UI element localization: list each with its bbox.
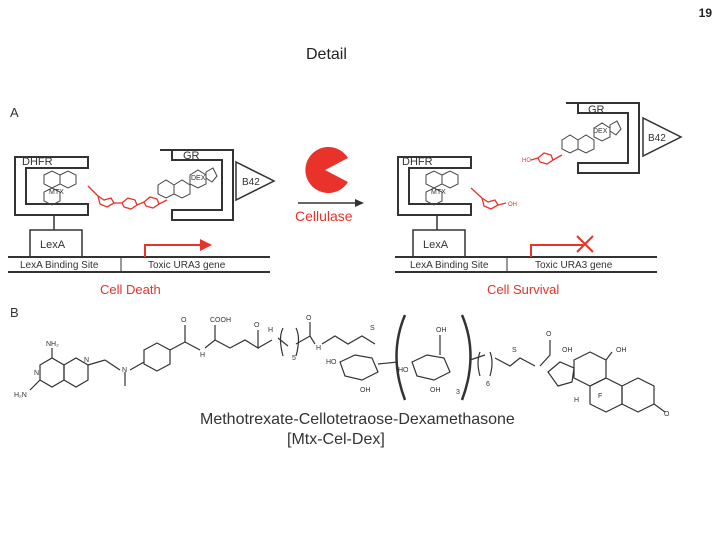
label-sub-6: 6	[486, 381, 490, 388]
label-f: F	[598, 393, 602, 400]
label-cooh: COOH	[210, 317, 231, 324]
left-cellotetraose-chain	[87, 185, 168, 210]
label-o-1: O	[181, 317, 187, 324]
sugar-ring-2	[411, 354, 451, 381]
label-h-2: H	[268, 327, 273, 334]
pteridine-ring-1	[39, 357, 65, 388]
left-gene-label: Toxic URA3 gene	[148, 260, 226, 271]
sugar-ring-1	[339, 354, 379, 381]
label-h-3: H	[316, 345, 321, 352]
label-s-2: S	[512, 347, 517, 354]
right-dex-molecule	[561, 120, 622, 154]
label-o-3: O	[306, 315, 312, 322]
left-transcription-arrow	[144, 244, 200, 257]
left-outcome-label: Cell Death	[100, 282, 161, 297]
label-ho-1: HO	[326, 359, 337, 366]
right-dex-label: DEX	[593, 128, 608, 135]
label-oh-2: OH	[436, 327, 447, 334]
right-lexa-label: LexA	[423, 239, 449, 251]
left-dhfr-label: DHFR	[22, 156, 53, 168]
label-o-5: O	[664, 411, 670, 418]
right-block-x-icon	[576, 235, 594, 253]
steroid-ring-a	[621, 377, 655, 413]
left-construct: DHFR MTX GR DEX B42	[8, 149, 276, 297]
right-outcome-label: Cell Survival	[487, 282, 559, 297]
label-sub-5: 5	[292, 355, 296, 362]
compound-abbreviation: [Mtx-Cel-Dex]	[287, 431, 385, 448]
label-o-2: O	[254, 322, 260, 329]
pteridine-ring-2	[63, 357, 89, 388]
right-released-fragment	[530, 152, 563, 165]
left-b42-label: B42	[242, 177, 260, 188]
right-cleaved-fragment	[470, 187, 507, 210]
label-n-3: N	[122, 367, 127, 374]
steroid-ring-d	[547, 361, 575, 387]
right-construct: DHFR MTX OH LexA LexA Binding Site Toxic…	[395, 102, 683, 297]
label-nh2: NH₂	[46, 341, 59, 348]
label-oh-4: OH	[562, 347, 573, 354]
right-mtx-label: MTX	[431, 189, 446, 196]
label-o-4: O	[546, 331, 552, 338]
left-dex-label: DEX	[191, 175, 206, 182]
label-ho-2: HO	[398, 367, 409, 374]
left-lexa-label: LexA	[40, 239, 66, 251]
label-n-1: N	[34, 370, 39, 377]
compound-name: Methotrexate-Cellotetraose-Dexamethasone	[200, 411, 515, 428]
label-s-1: S	[370, 325, 375, 332]
right-b42-shape	[642, 116, 683, 158]
slide-title: Detail	[306, 46, 347, 63]
label-oh-5: OH	[616, 347, 627, 354]
label-h-4: H	[574, 397, 579, 404]
right-b42-label: B42	[648, 133, 666, 144]
label-n-2: N	[84, 357, 89, 364]
panel-b-structure: NH₂ H₂N N N N O H COOH O H 5 O H S HO OH…	[14, 314, 670, 418]
right-mtx-molecule	[425, 170, 459, 206]
panel-a-letter: A	[10, 105, 19, 120]
right-fragment-oh-label: OH	[508, 202, 517, 208]
label-oh-1: OH	[360, 387, 371, 394]
left-dex-molecule	[157, 167, 218, 199]
left-lexa-box	[29, 229, 83, 258]
label-h-1: H	[200, 352, 205, 359]
left-gr-bracket	[160, 149, 234, 221]
cellulase-enzyme: Cellulase	[295, 147, 364, 224]
left-b42-shape	[235, 160, 276, 202]
left-mtx-molecule	[43, 170, 77, 206]
structure-atom-labels: NH₂ H₂N N N N O H COOH O H 5 O H S HO OH…	[14, 315, 670, 418]
right-blocked-arrow	[530, 244, 583, 257]
left-dhfr-bracket	[14, 156, 89, 216]
right-released-ho-label: HO	[522, 158, 531, 164]
steroid-ring-b	[589, 377, 623, 413]
right-gr-label: GR	[588, 104, 605, 116]
right-gene-label: Toxic URA3 gene	[535, 260, 613, 271]
panel-a-diagram: DHFR MTX GR DEX B42	[8, 102, 683, 297]
left-gr-label: GR	[183, 150, 200, 162]
right-dhfr-label: DHFR	[402, 156, 433, 168]
right-dhfr-bracket	[397, 156, 472, 216]
cellulase-label: Cellulase	[295, 208, 353, 224]
label-sub-3: 3	[456, 389, 460, 396]
left-binding-site-label: LexA Binding Site	[20, 260, 99, 271]
label-h2n: H₂N	[14, 392, 27, 399]
left-mtx-label: MTX	[49, 189, 64, 196]
slide-number: 19	[698, 6, 712, 20]
right-binding-site-label: LexA Binding Site	[410, 260, 489, 271]
benzene-ring	[143, 342, 171, 372]
right-gr-bracket	[566, 102, 640, 174]
panel-b-letter: B	[10, 305, 19, 320]
label-oh-3: OH	[430, 387, 441, 394]
